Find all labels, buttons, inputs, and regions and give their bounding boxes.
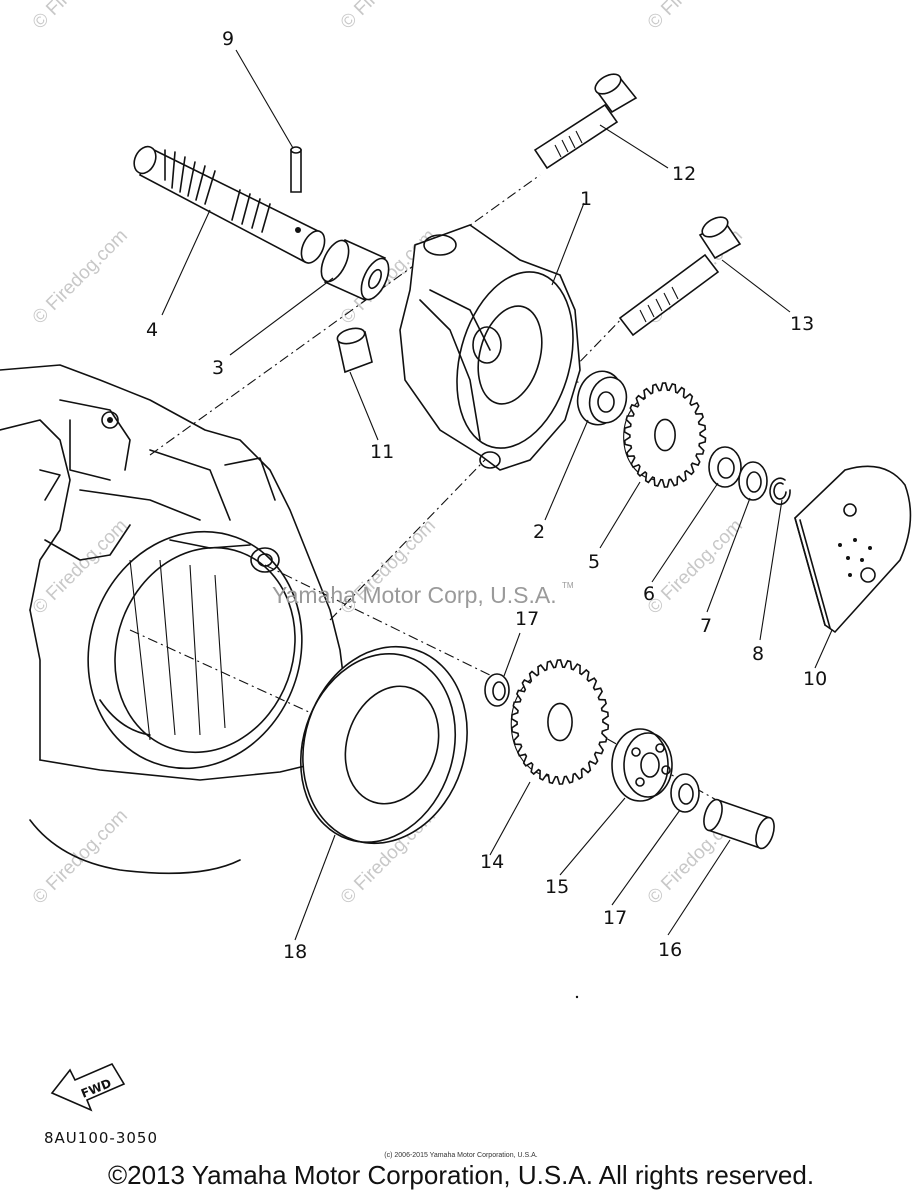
copyright-notice: ©2013 Yamaha Motor Corporation, U.S.A. A… [107,1160,815,1190]
watermark: © Firedog.com [29,0,132,34]
crankcase-drawing [0,364,346,875]
part-14-gear [510,659,610,785]
part-12-bolt [533,73,638,170]
callout-9: 9 [222,28,234,50]
callout-11: 11 [370,441,394,463]
small-copyright: (c) 2006-2015 Yamaha Motor Corporation, … [384,1152,538,1159]
callout-15: 15 [545,876,569,898]
callout-8: 8 [752,643,764,665]
callout-14: 14 [480,851,504,873]
part-16-pin [703,798,775,850]
callout-12: 12 [672,163,696,185]
part-2-bearing [576,370,628,426]
callout-1: 1 [580,188,592,210]
part-11-dowel [336,327,373,374]
part-18-disc [299,645,468,845]
part-17-washer-lower [670,773,700,813]
part-15-bearing [611,728,673,802]
callout-6: 6 [643,583,655,605]
watermark: © Firedog.com [644,515,747,618]
callout-10: 10 [803,668,827,690]
leader-lines [161,49,833,941]
callout-17-upper: 17 [515,608,539,630]
watermark: © Firedog.com [29,225,132,328]
part-17-washer-upper [484,673,510,707]
watermark: © Firedog.com [337,0,440,34]
callout-7: 7 [700,615,712,637]
part-4-shaft [133,145,326,264]
part-7-washer [738,461,768,501]
callout-13: 13 [790,313,814,335]
part-3-bushing [320,238,390,302]
part-8-circlip [769,477,791,506]
part-10-plate [794,465,912,634]
watermark: © Firedog.com [29,805,132,908]
callout-5: 5 [588,551,600,573]
brand-watermark: Yamaha Motor Corp, U.S.A. [272,582,557,608]
diagram-code: 8AU100-3050 [44,1129,159,1147]
callout-4: 4 [146,319,158,341]
part-13-bolt [618,216,742,337]
part-6-nut [708,446,742,488]
part-1-housing [399,224,581,471]
callout-17-lower: 17 [603,907,627,929]
callout-3: 3 [212,357,224,379]
watermark: © Firedog.com [29,515,132,618]
part-5-sprocket [623,382,707,488]
watermark: © Firedog.com [644,0,747,34]
callouts: 1 2 3 4 5 6 7 8 9 10 11 12 13 14 15 16 1… [146,28,827,963]
fwd-arrow-icon: FWD [50,1062,126,1112]
part-9-pin [290,146,302,193]
callout-16: 16 [658,939,682,961]
trademark-mark: TM [562,581,574,590]
callout-2: 2 [533,521,545,543]
callout-18: 18 [283,941,307,963]
